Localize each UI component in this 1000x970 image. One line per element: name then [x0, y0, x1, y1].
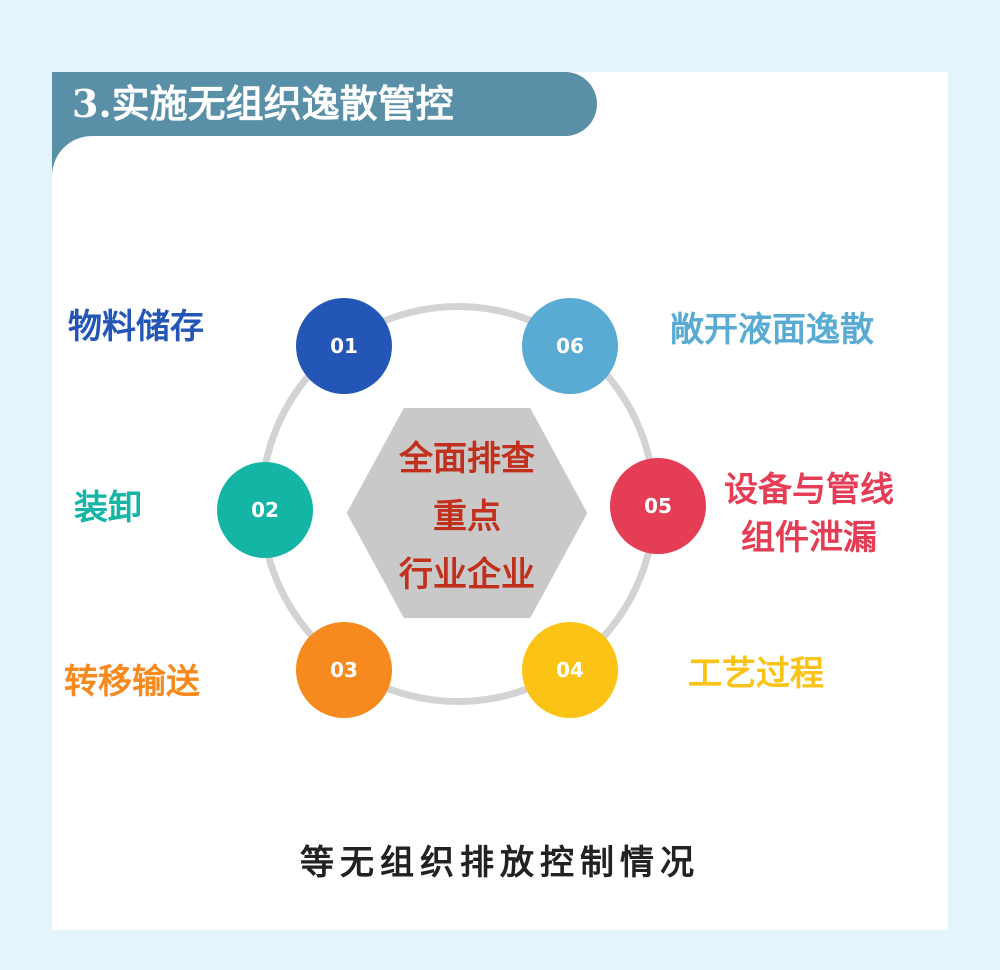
node-03: 03: [296, 622, 392, 718]
label-05-line-1: 设备与管线: [724, 470, 894, 510]
node-04: 04: [522, 622, 618, 718]
center-line-3: 行业企业: [399, 555, 535, 595]
label-01: 物料储存: [68, 307, 204, 347]
page-title: 3.实施无组织逸散管控: [72, 81, 454, 126]
node-02: 02: [217, 462, 313, 558]
center-hexagon: [347, 408, 587, 618]
label-04: 工艺过程: [688, 654, 824, 694]
center-text: 全面排查 重点 行业企业: [347, 430, 587, 604]
node-06: 06: [522, 298, 618, 394]
node-01: 01: [296, 298, 392, 394]
label-05-line-2: 组件泄漏: [741, 518, 877, 558]
banner-curve: [52, 136, 132, 216]
center-line-1: 全面排查: [399, 439, 535, 479]
footer-caption: 等无组织排放控制情况: [300, 843, 700, 883]
node-05: 05: [610, 458, 706, 554]
label-02: 装卸: [74, 488, 142, 528]
title-banner: [52, 72, 597, 136]
label-05: 设备与管线 组件泄漏: [724, 466, 894, 562]
center-line-2: 重点: [433, 497, 501, 537]
label-03: 转移输送: [64, 662, 200, 702]
label-06: 敞开液面逸散: [670, 310, 874, 350]
